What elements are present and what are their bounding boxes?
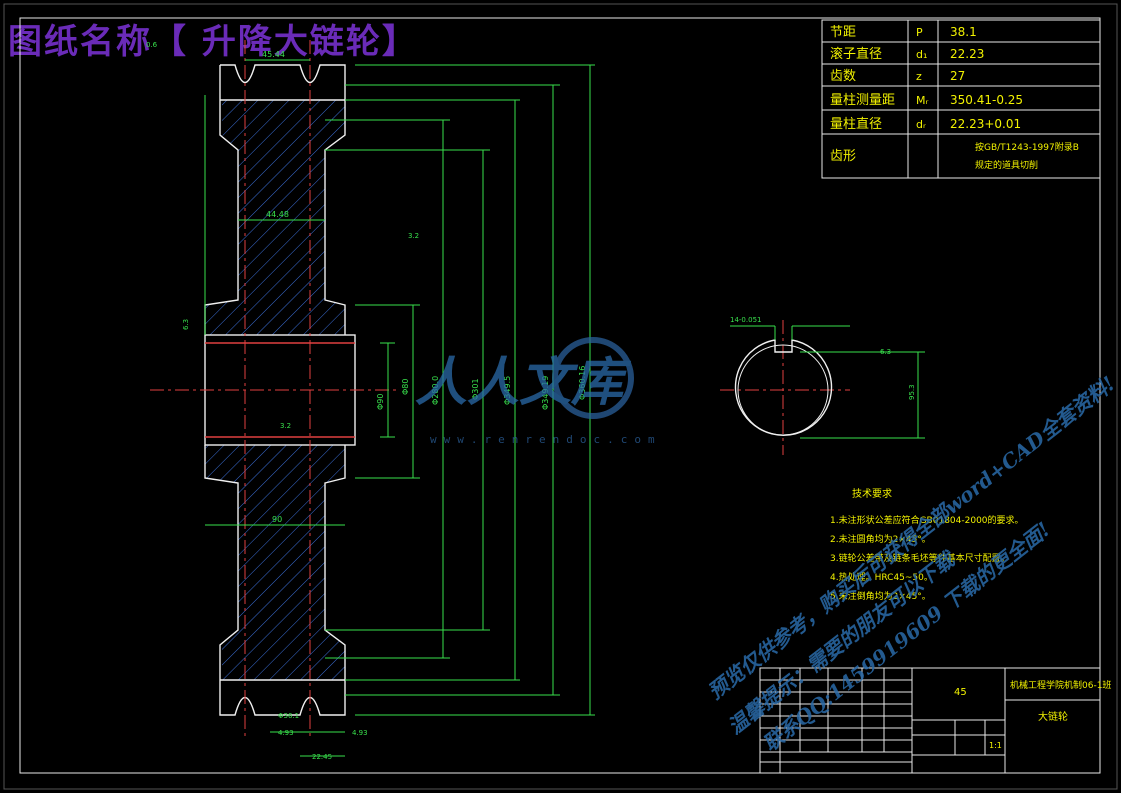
end-view [734, 339, 833, 436]
tech-item: 2.未注圆角均为2×45°。 [830, 533, 931, 545]
param-val-0: 38.1 [950, 25, 977, 39]
param-label-1: 滚子直径 [830, 46, 882, 62]
roughness-key: 6.3 [880, 348, 891, 356]
dim-key-width: 14-0.051 [730, 316, 761, 324]
param-label-2: 齿数 [830, 69, 856, 84]
tb-part-name: 大链轮 [1038, 710, 1068, 723]
param-val-4: 22.23+0.01 [950, 117, 1021, 131]
tech-item: 3.链轮公差带及链条毛坯等件基本尺寸配置。 [830, 552, 1010, 564]
tech-items: 1.未注形状公差应符合GB01804-2000的要求。 2.未注圆角均为2×45°… [830, 514, 1024, 602]
tb-scale: 1:1 [989, 741, 1002, 750]
tech-heading: 技术要求 [852, 487, 892, 500]
dim-d6: Φ349.5 [503, 376, 512, 405]
param-sym-2: z [916, 70, 922, 83]
dim-bottom-d: Φ36.1 [278, 712, 299, 720]
param-rows: 节距 P 38.1 滚子直径 d₁ 22.23 齿数 z 27 量柱测量距 Mᵣ 350.41-0.2… [830, 25, 1079, 164]
param-val-2: 27 [950, 69, 965, 83]
drawing-title: 图纸名称【 升降大链轮】 [8, 22, 418, 62]
site-url: www.renrendoc.com [430, 433, 662, 446]
dim-d4: Φ349.19 [541, 376, 550, 410]
param-sym-0: P [916, 26, 923, 39]
tech-item: 1.未注形状公差应符合GB01804-2000的要求。 [830, 514, 1024, 526]
dim-d2: Φ280.0 [431, 376, 440, 405]
param-sym-1: d₁ [916, 48, 927, 61]
tb-material: 45 [954, 687, 967, 698]
dim-hub-width: 44.48 [266, 210, 289, 219]
roughness-bore: 3.2 [280, 422, 291, 430]
param-label-4: 量柱直径 [830, 117, 882, 132]
param-label-0: 节距 [830, 25, 856, 40]
param-label-3: 量柱测量距 [830, 93, 895, 108]
dim-bottom-a: 4.93 [278, 729, 294, 737]
roughness-mid: 3.2 [408, 232, 419, 240]
param-val-3: 350.41-0.25 [950, 93, 1023, 107]
param-label-5: 齿形 [830, 149, 856, 164]
logo-text: 人人文库 [415, 352, 632, 413]
param-val-1: 22.23 [950, 47, 984, 61]
roughness-left: 6.3 [182, 319, 190, 330]
param-sym-3: Mᵣ [916, 94, 928, 107]
tech-item: 5.未注倒角均为2×45°。 [830, 590, 931, 602]
dim-top-width: 45.44 [262, 50, 285, 59]
tolerance: 0.6 [146, 41, 158, 49]
promo-watermark: 预览仅供参考，购买后可获得全部word+CAD全套资料! [703, 371, 1119, 704]
dim-bottom-c: 22.45 [312, 753, 332, 761]
param-table [821, 19, 1101, 179]
dim-key-depth: 95.3 [908, 384, 916, 400]
tb-company: 机械工程学院机制06-1班 [1010, 679, 1111, 691]
tech-item: 4.热处理。HRC45~50。 [830, 571, 933, 583]
dim-d1: Φ80 [401, 379, 410, 395]
dim-bore: Φ90 [376, 394, 385, 410]
tooth-note-2: 规定的道具切削 [975, 159, 1038, 171]
logo-watermark: 人人文库 www.renrendoc.com [415, 337, 662, 446]
outer-trim [3, 3, 1118, 790]
border-frame [19, 17, 1101, 774]
title-block [759, 667, 1101, 774]
dim-bottom-b: 4.93 [352, 729, 368, 737]
dimension-lines [204, 59, 595, 757]
dim-d5: Φ360.16 [578, 366, 587, 400]
dim-d3: Φ301 [471, 378, 480, 400]
param-sym-4: dᵣ [916, 118, 926, 131]
lower-hatch [205, 445, 345, 680]
dim-hub-length: 90 [272, 515, 282, 524]
param-val-5: 按GB/T1243-1997附录B [975, 141, 1079, 153]
